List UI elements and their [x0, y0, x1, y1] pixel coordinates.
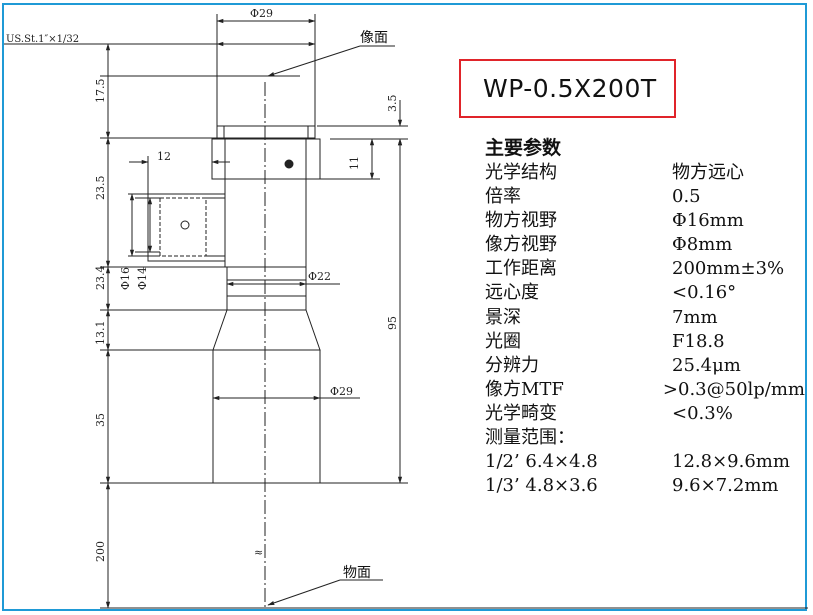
spec-key: 工作距离 [485, 258, 557, 280]
spec-row: 1/2’ 6.4×4.8 12.8×9.6mm [485, 450, 805, 474]
drawing-frame [2, 3, 807, 611]
spec-key: 像方MTF [485, 378, 564, 400]
spec-key: 测量范围： [485, 427, 575, 449]
spec-value: <0.3% [672, 402, 733, 424]
spec-key: 1/3’ 4.8×3.6 [485, 475, 598, 497]
spec-key: 分辨力 [485, 354, 539, 376]
spec-value: 物方远心 [672, 162, 744, 183]
dim-top-diameter: Φ29 [250, 7, 273, 20]
spec-row: 光圈 F18.8 [485, 330, 805, 354]
spec-value: 0.5 [672, 186, 701, 208]
spec-value: 200mm±3% [672, 258, 785, 280]
front-barrel [212, 349, 321, 484]
spec-row: 光学畸变 <0.3% [485, 402, 805, 426]
spec-key: 景深 [485, 306, 521, 328]
dim-17-5: 17.5 [94, 79, 107, 104]
spec-row: 倍率 0.5 [485, 185, 805, 209]
dim-23-4: 23.4 [94, 266, 107, 291]
spec-value: <0.16° [672, 282, 737, 304]
spec-row: 分辨力 25.4μm [485, 354, 805, 378]
spec-value: Φ8mm [672, 234, 733, 256]
spec-key: 光圈 [485, 330, 521, 352]
spec-key: 光学畸变 [485, 402, 557, 424]
spec-row: 测量范围： [485, 426, 805, 450]
dim-phi14: Φ14 [136, 267, 149, 290]
dim-side-12: 12 [157, 150, 171, 163]
spec-value: 7mm [672, 306, 718, 328]
spec-key: 远心度 [485, 282, 539, 304]
spec-value: Φ16mm [672, 210, 744, 232]
knurl-ring [226, 266, 307, 311]
dim-13-1: 13.1 [94, 321, 107, 346]
dim-35: 35 [94, 413, 107, 427]
spec-key: 倍率 [485, 186, 521, 208]
product-model-title: WP-0.5X200T [459, 59, 676, 118]
spec-row: 像方MTF >0.3@50lp/mm [485, 378, 805, 402]
spec-row: 光学结构 物方远心 [485, 161, 805, 185]
spec-key: 物方视野 [485, 210, 557, 232]
dim-200: 200 [94, 541, 107, 562]
spec-row: 景深 7mm [485, 306, 805, 330]
break-mark: ≈ [254, 546, 263, 559]
spec-row: 像方视野 Φ8mm [485, 233, 805, 257]
dim-phi22: Φ22 [308, 270, 331, 283]
spec-key: 像方视野 [485, 234, 557, 256]
dim-95: 95 [386, 316, 399, 330]
spec-value: 25.4μm [672, 354, 741, 376]
spec-row: 工作距离 200mm±3% [485, 257, 805, 281]
spec-row: 物方视野 Φ16mm [485, 209, 805, 233]
image-plane-label: 像面 [360, 30, 388, 46]
object-plane-label: 物面 [343, 565, 371, 581]
spec-row: 远心度 <0.16° [485, 281, 805, 305]
dim-phi16: Φ16 [119, 267, 132, 290]
top-flange [216, 125, 316, 139]
spec-heading: 主要参数 [485, 137, 562, 159]
spec-value: 9.6×7.2mm [672, 475, 779, 497]
upper-body [211, 138, 321, 180]
dim-11: 11 [348, 156, 361, 170]
taper-section [212, 309, 321, 351]
spec-value: 12.8×9.6mm [672, 451, 790, 473]
dim-23-5: 23.5 [94, 176, 107, 201]
spec-key: 光学结构 [485, 162, 557, 183]
thread-note: US.St.1″×1/32 [6, 34, 79, 45]
spec-row: 1/3’ 4.8×3.6 9.6×7.2mm [485, 474, 805, 498]
dim-3-5: 3.5 [386, 95, 399, 113]
dim-phi29-lower: Φ29 [330, 385, 353, 398]
spec-value: F18.8 [672, 330, 725, 352]
spec-table: 主要参数 光学结构 物方远心倍率 0.5 物方视野 Φ16mm 像方视野 Φ8mm 工作距离 2… [485, 137, 805, 498]
spec-key: 1/2’ 6.4×4.8 [485, 451, 598, 473]
spec-value: >0.3@50lp/mm [662, 378, 805, 400]
